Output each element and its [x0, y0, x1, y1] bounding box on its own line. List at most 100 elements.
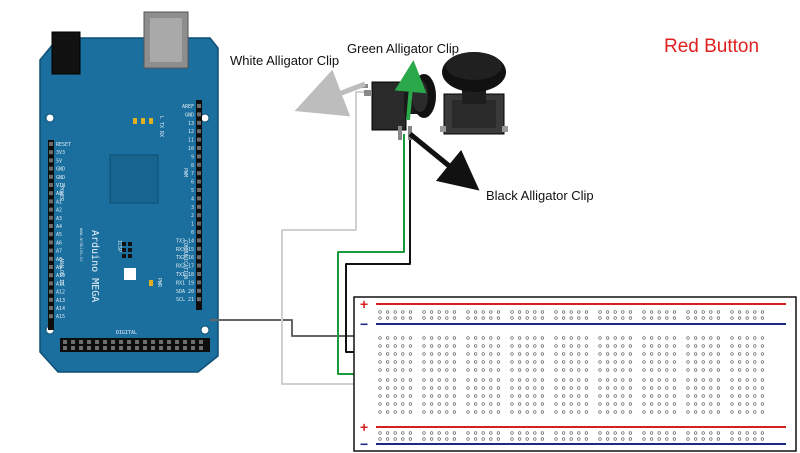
breadboard-hole — [621, 352, 625, 356]
breadboard-hole — [554, 310, 558, 314]
breadboard-hole — [481, 344, 485, 348]
breadboard-hole — [709, 360, 713, 364]
breadboard-hole — [408, 431, 413, 435]
breadboard-hole — [378, 431, 382, 435]
breadboard-hole — [489, 368, 493, 372]
breadboard-hole — [657, 378, 661, 382]
breadboard-hole — [561, 437, 566, 441]
left-pin-label: GND — [56, 167, 65, 173]
breadboard-hole — [584, 310, 589, 314]
breadboard-hole — [525, 386, 529, 390]
breadboard-hole — [686, 402, 690, 406]
breadboard-hole — [672, 386, 677, 390]
breadboard-hole — [649, 402, 654, 406]
breadboard-hole — [422, 368, 426, 372]
breadboard-hole — [554, 360, 558, 364]
breadboard-hole — [584, 336, 589, 340]
breadboard-hole — [481, 394, 485, 398]
breadboard-hole — [613, 360, 617, 364]
breadboard-hole — [401, 360, 405, 364]
breadboard-hole — [510, 310, 514, 314]
breadboard-hole — [730, 431, 734, 435]
breadboard-hole — [701, 336, 705, 340]
breadboard-hole — [693, 431, 698, 435]
breadboard-hole — [760, 310, 765, 314]
breadboard-hole — [605, 310, 610, 314]
right-pin-label: 5 — [191, 188, 194, 194]
breadboard-hole — [649, 378, 654, 382]
left-pin-label: A0 — [56, 191, 62, 197]
breadboard-hole — [386, 402, 390, 406]
breadboard-hole — [533, 394, 537, 398]
breadboard-hole — [686, 316, 690, 320]
icsp-pin — [122, 242, 126, 246]
breadboard-hole — [408, 394, 413, 398]
header-pin — [197, 154, 201, 159]
left-pin-label: RESET — [56, 142, 71, 148]
breadboard-hole — [533, 368, 537, 372]
breadboard-hole — [686, 378, 690, 382]
breadboard-hole — [496, 410, 501, 414]
breadboard-hole — [716, 316, 721, 320]
breadboard-hole — [496, 378, 501, 382]
breadboard-hole — [540, 378, 545, 382]
digital-pin — [175, 340, 179, 344]
breadboard-hole — [628, 368, 633, 372]
title-label: Red Button — [664, 36, 759, 57]
left-pin-label: A5 — [56, 232, 62, 238]
breadboard-hole — [686, 410, 690, 414]
breadboard-hole — [510, 344, 514, 348]
breadboard-hole — [408, 410, 413, 414]
breadboard-hole — [701, 352, 705, 356]
breadboard-hole — [408, 368, 413, 372]
breadboard-hole — [401, 378, 405, 382]
right-pin-label: 3 — [191, 205, 194, 211]
breadboard-hole — [401, 431, 405, 435]
breadboard-hole — [628, 402, 633, 406]
left-pin-labels: RESET3V35VGNDGNDVINA0A1A2A3A4A5A6A7A8A9A… — [49, 142, 71, 320]
breadboard-hole — [408, 316, 413, 320]
left-pin-label: 5V — [56, 158, 62, 164]
breadboard-hole — [598, 394, 602, 398]
breadboard-hole — [378, 402, 382, 406]
header-pin — [197, 129, 201, 134]
breadboard-hole — [605, 410, 610, 414]
breadboard-hole — [577, 394, 581, 398]
breadboard-hole — [709, 394, 713, 398]
breadboard-hole — [466, 437, 470, 441]
digital-pin — [199, 346, 203, 350]
breadboard-hole — [621, 431, 625, 435]
breadboard-hole — [430, 431, 434, 435]
black-clip-arrow — [408, 132, 480, 191]
breadboard-hole — [693, 316, 698, 320]
header-pin — [49, 289, 53, 294]
breadboard-hole — [445, 402, 449, 406]
right-pin-label: SCL 21 — [176, 297, 194, 303]
breadboard-hole — [525, 431, 529, 435]
breadboard-hole — [378, 310, 382, 314]
breadboard-hole — [525, 394, 529, 398]
breadboard-hole — [730, 344, 734, 348]
left-pin-label: A1 — [56, 199, 62, 205]
breadboard-hole — [598, 336, 602, 340]
breadboard-hole — [628, 394, 633, 398]
breadboard-hole — [686, 386, 690, 390]
breadboard-hole — [730, 386, 734, 390]
right-pin-label: 11 — [188, 138, 194, 144]
digital-pin — [151, 346, 155, 350]
breadboard-hole — [693, 410, 698, 414]
breadboard-hole — [401, 352, 405, 356]
breadboard-hole — [489, 352, 493, 356]
breadboard-hole — [598, 310, 602, 314]
breadboard-hole — [621, 402, 625, 406]
breadboard-hole — [686, 310, 690, 314]
breadboard-hole — [408, 310, 413, 314]
icsp-pin — [128, 242, 132, 246]
breadboard-hole — [716, 368, 721, 372]
breadboard-hole — [628, 360, 633, 364]
digital-pin — [175, 346, 179, 350]
breadboard-hole — [437, 360, 441, 364]
breadboard-hole — [378, 336, 382, 340]
left-pin-label: A2 — [56, 208, 62, 214]
digital-pin — [119, 340, 123, 344]
